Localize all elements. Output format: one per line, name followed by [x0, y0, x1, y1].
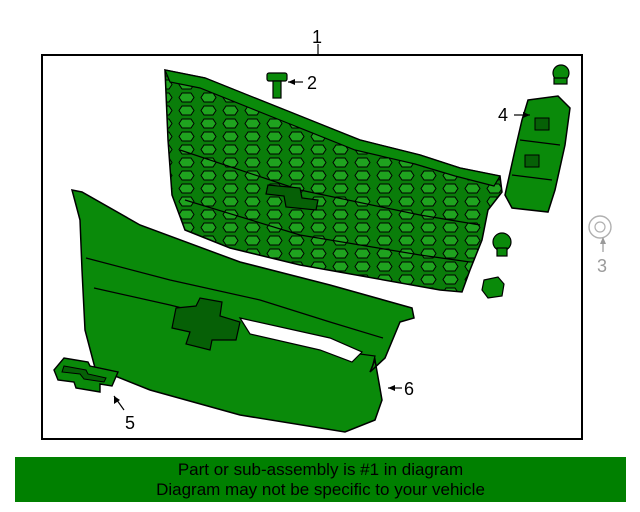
bowtie-emblem — [53, 357, 119, 393]
clip-fastener — [552, 64, 570, 85]
push-pin-fastener — [266, 72, 288, 99]
callout-4: 4 — [498, 105, 508, 125]
banner-line-2: Diagram may not be specific to your vehi… — [156, 480, 485, 499]
callout-1: 1 — [312, 27, 322, 47]
nut-clip — [481, 276, 505, 299]
retainer-clip — [492, 232, 512, 257]
panel-bowtie-recess — [171, 297, 241, 351]
ghost-fastener — [588, 215, 612, 239]
grille-molding-panel — [70, 189, 415, 433]
callout-5: 5 — [125, 413, 135, 433]
grille-assembly — [164, 69, 503, 293]
grille-bowtie-mount — [265, 184, 319, 211]
callout-2: 2 — [307, 73, 317, 93]
callout-3: 3 — [597, 256, 607, 276]
banner-line-1: Part or sub-assembly is #1 in diagram — [177, 460, 464, 479]
callout-6: 6 — [404, 379, 414, 399]
info-banner: Part or sub-assembly is #1 in diagram Di… — [15, 457, 626, 502]
grille-bracket — [504, 95, 571, 213]
